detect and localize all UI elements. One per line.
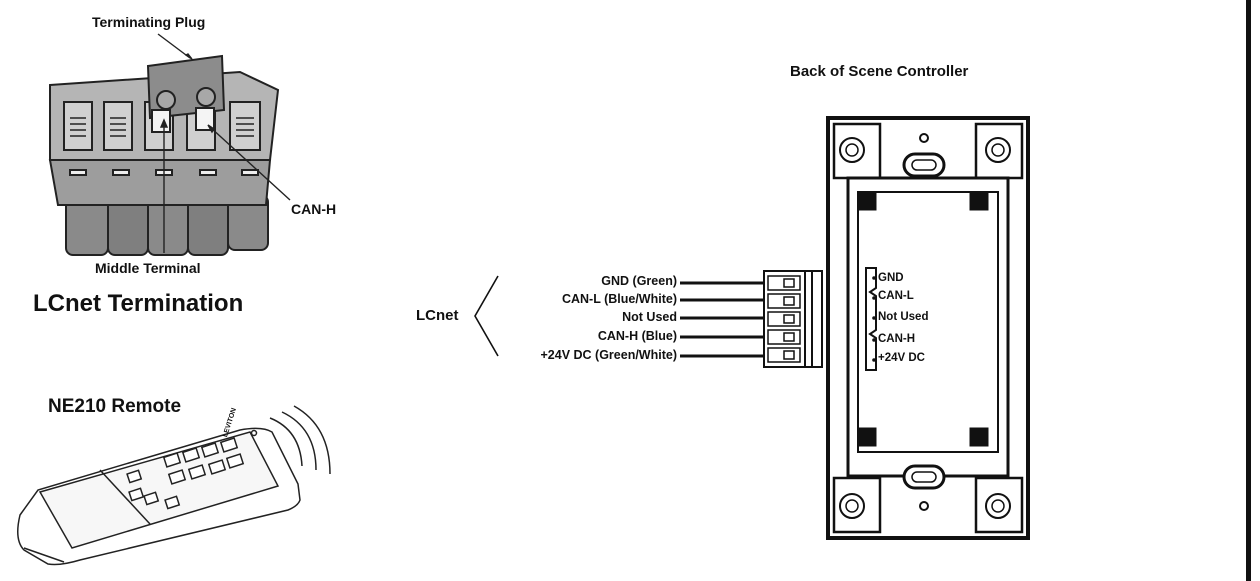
scene-controller-illustration — [826, 116, 1030, 540]
pin-not-used-label: Not Used — [878, 311, 929, 323]
termination-connector-illustration — [48, 54, 280, 256]
pin-gnd-label: GND — [878, 272, 904, 284]
wire-gnd-label: GND (Green) — [601, 274, 677, 288]
wire-not-used-label: Not Used — [622, 310, 677, 324]
termination-pointers — [157, 33, 291, 253]
remote-illustration — [17, 405, 331, 566]
wire-can-h-label: CAN-H (Blue) — [597, 329, 677, 343]
lcnet-termination-title: LCnet Termination — [33, 290, 244, 317]
middle-terminal-label: Middle Terminal — [95, 260, 201, 276]
terminating-plug-label: Terminating Plug — [92, 14, 206, 30]
pin-can-h-label: CAN-H — [878, 333, 916, 345]
pin-can-l-label: CAN-L — [878, 290, 914, 302]
pin-24v-label: +24V DC — [878, 352, 925, 364]
wire-24v-label: +24V DC (Green/White) — [540, 348, 678, 362]
controller-title: Back of Scene Controller — [790, 63, 969, 80]
right-border — [1246, 0, 1251, 581]
ne210-remote-title: NE210 Remote — [48, 396, 182, 417]
lcnet-plug — [763, 270, 823, 368]
lcnet-wires — [474, 275, 766, 358]
wire-can-l-label: CAN-L (Blue/White) — [561, 292, 677, 306]
lcnet-label: LCnet — [416, 307, 459, 324]
can-h-label: CAN-H — [291, 201, 337, 217]
